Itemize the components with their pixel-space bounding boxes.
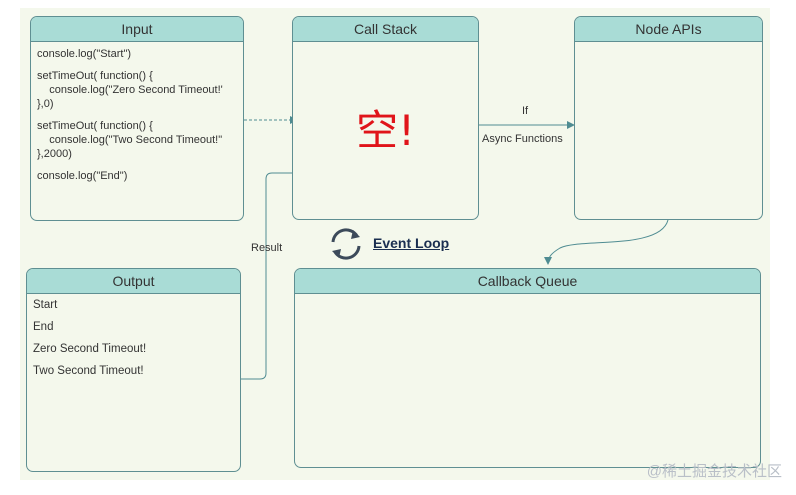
label-if: If (522, 105, 529, 117)
label-async-functions: Async Functions (482, 133, 563, 145)
arrow-nodeapis-to-queue (544, 219, 669, 265)
input-line: console.log("Start") (37, 48, 132, 60)
refresh-icon (331, 228, 361, 260)
watermark: @稀土掘金技术社区 (646, 463, 782, 480)
node-apis-title: Node APIs (575, 17, 762, 42)
callback-queue-box: Callback Queue (294, 268, 761, 468)
output-item: Zero Second Timeout! (33, 343, 147, 355)
call-stack-empty-text: 空! (356, 106, 415, 155)
input-line: console.log("End") (37, 170, 128, 182)
input-title: Input (31, 17, 243, 42)
input-line: setTimeOut( function() { console.log("Ze… (37, 70, 223, 110)
output-box: Output Start End Zero Second Timeout! Tw… (26, 268, 241, 472)
input-box: Input console.log("Start") setTimeOut( f… (30, 16, 244, 221)
call-stack-box: Call Stack 空! (292, 16, 479, 220)
event-loop-label: Event Loop (373, 235, 450, 251)
output-item: Start (33, 299, 58, 311)
input-line: setTimeOut( function() { console.log("Tw… (37, 120, 223, 160)
output-item: End (33, 321, 54, 333)
arrow-result-to-output (230, 172, 293, 383)
node-apis-box: Node APIs (574, 16, 763, 220)
input-code: console.log("Start") setTimeOut( functio… (31, 42, 243, 196)
output-title: Output (27, 269, 240, 294)
output-list: Start End Zero Second Timeout! Two Secon… (27, 294, 240, 392)
output-item: Two Second Timeout! (33, 365, 144, 377)
call-stack-title: Call Stack (293, 17, 478, 42)
callback-queue-title: Callback Queue (295, 269, 760, 294)
label-result: Result (251, 242, 283, 254)
